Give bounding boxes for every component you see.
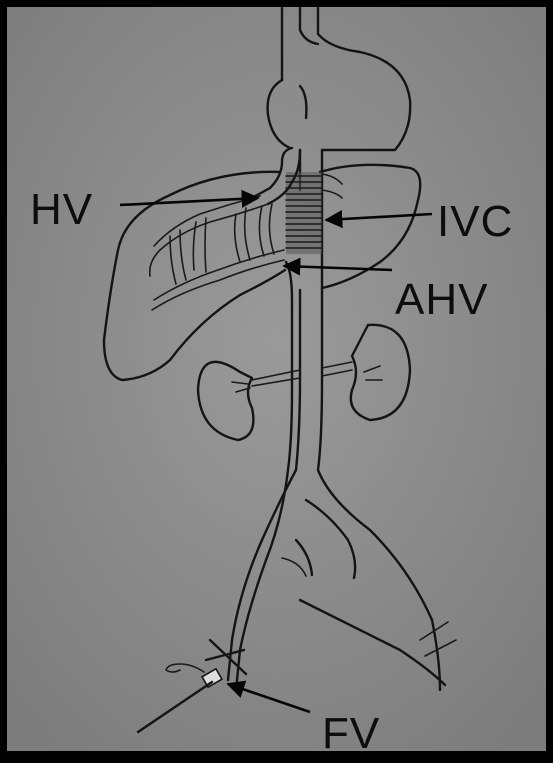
label-hv: HV — [30, 188, 93, 232]
paper-background — [7, 7, 546, 751]
label-fv: FV — [322, 712, 380, 756]
label-ivc: IVC — [437, 200, 513, 244]
label-ahv: AHV — [395, 278, 488, 322]
